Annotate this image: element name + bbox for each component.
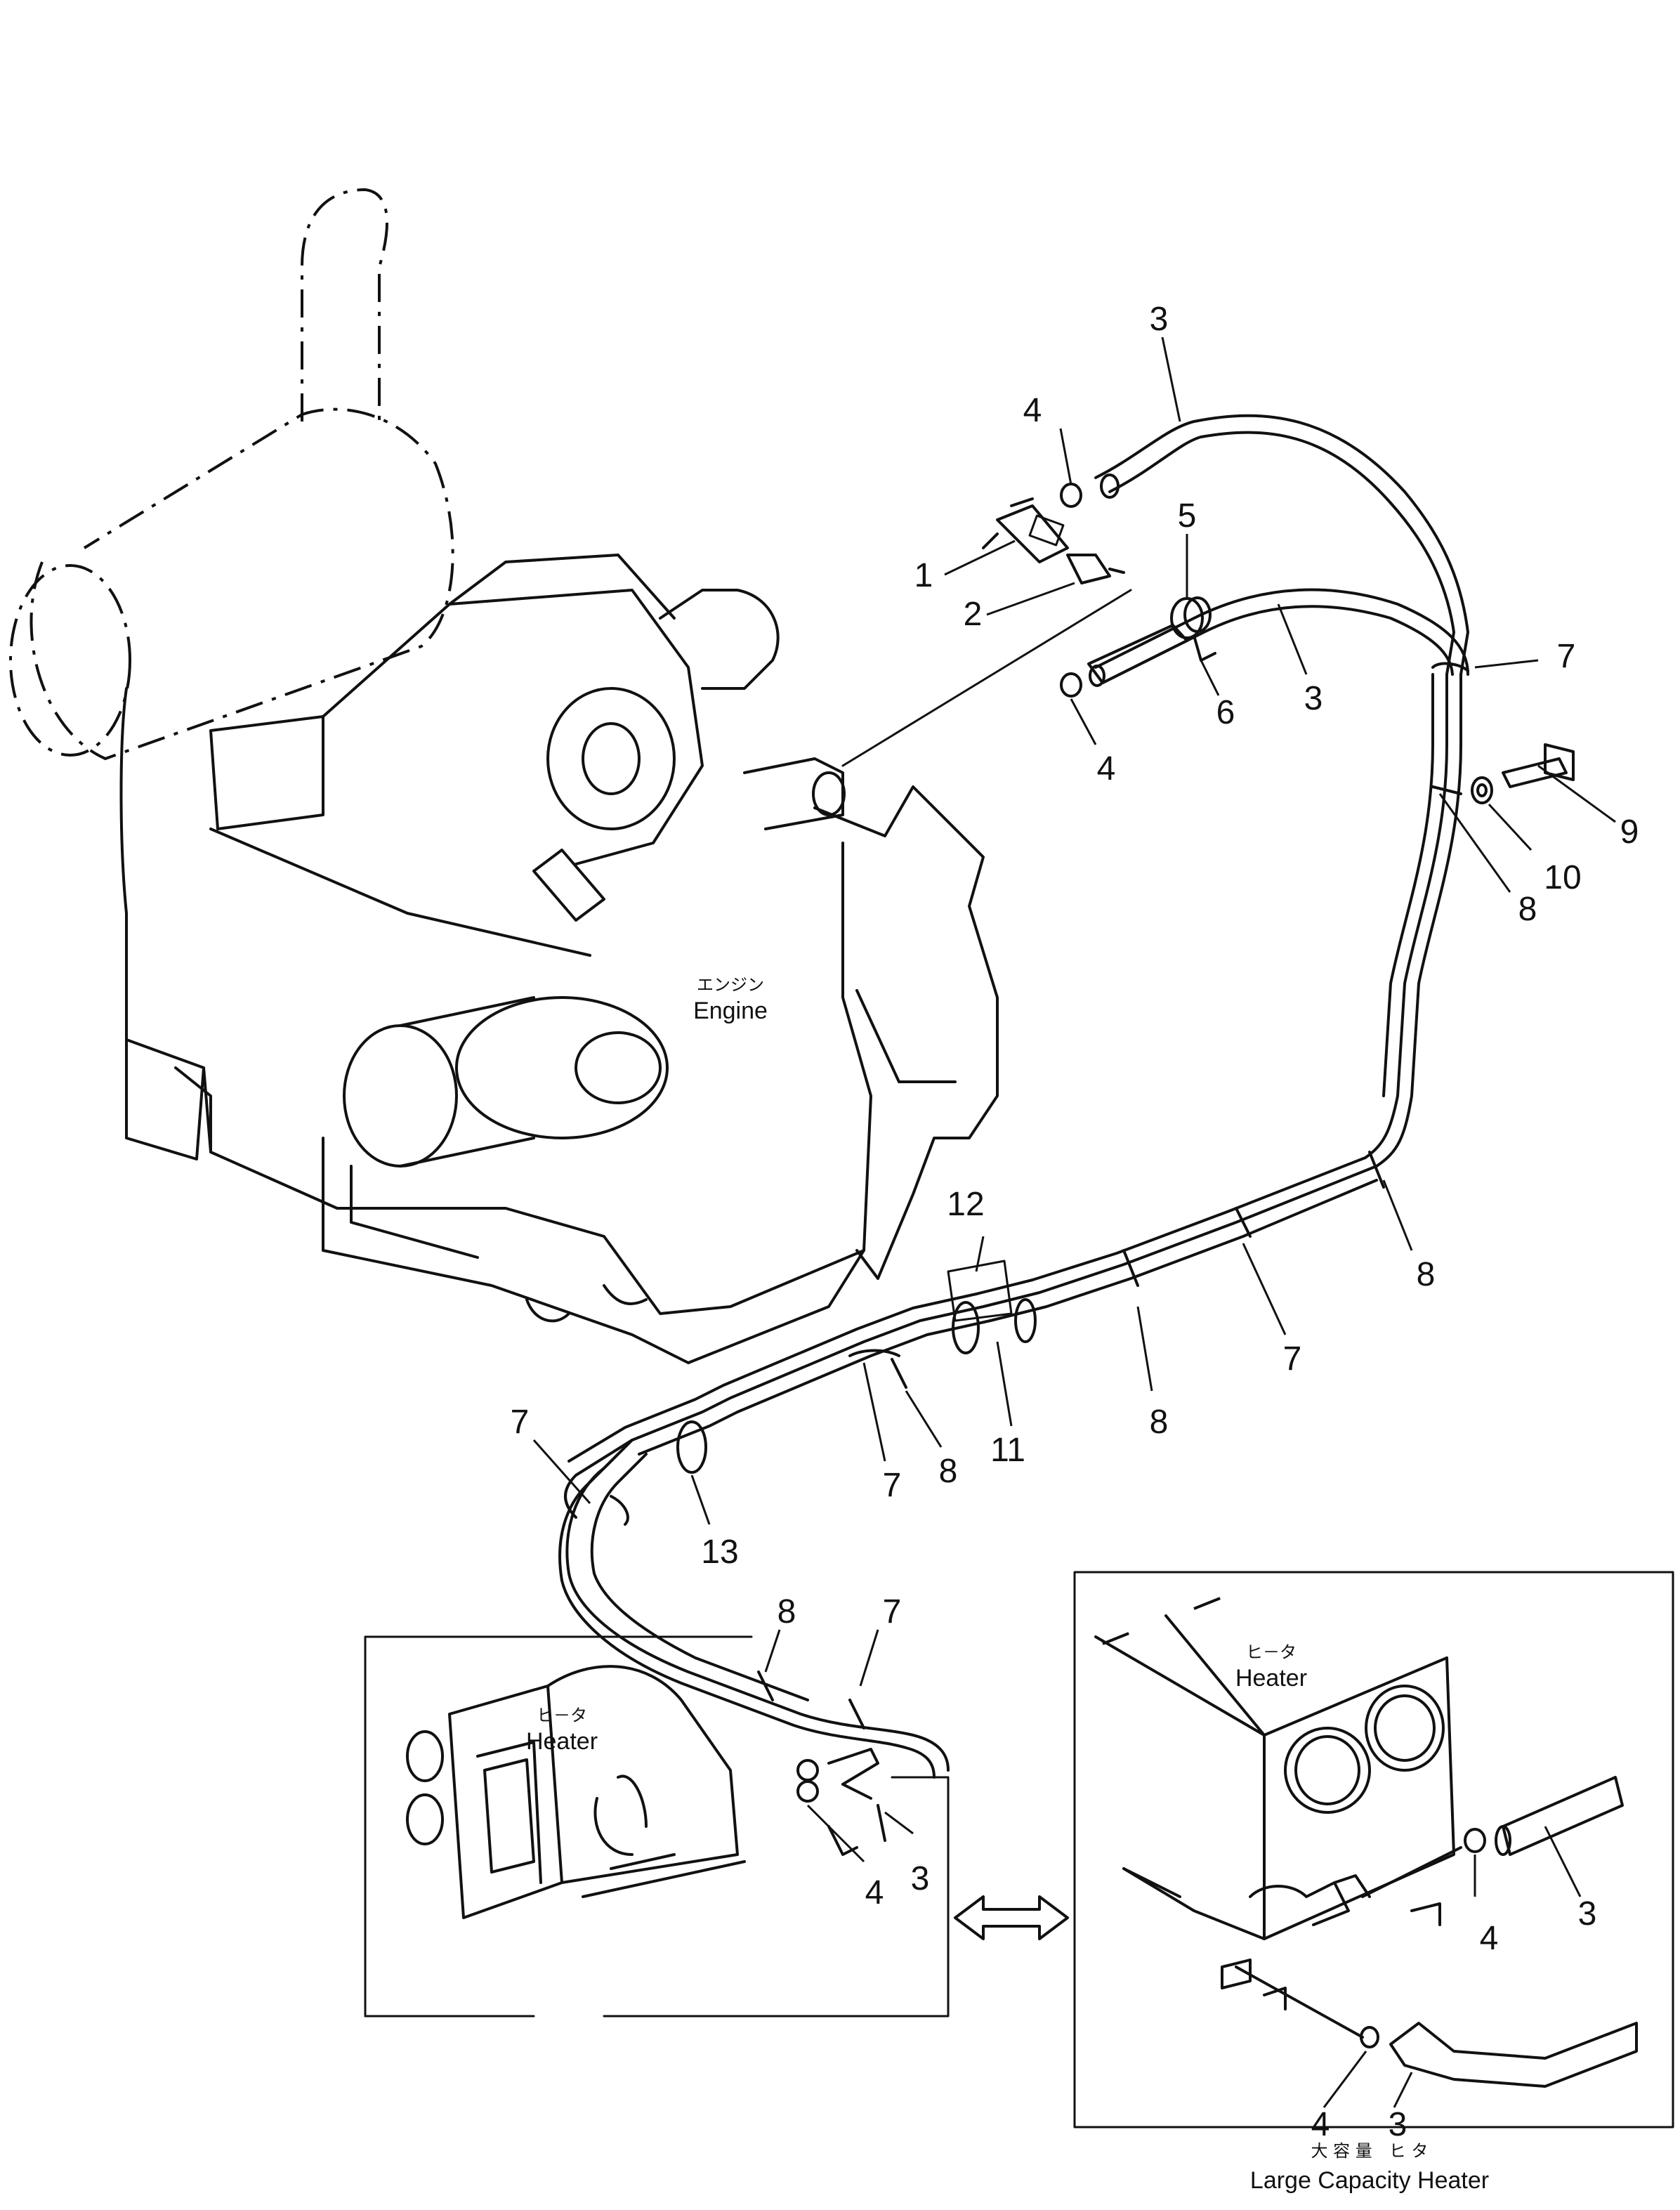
large-capacity-heater-inset: ヒ－タ Heater 大 容 量 ヒ タ Large Capacity Heat…	[1073, 1571, 1674, 2194]
callout-4: 4	[1480, 1920, 1499, 1957]
callout-3: 3	[911, 1860, 930, 1897]
large-capacity-label-en: Large Capacity Heater	[1250, 2167, 1489, 2194]
callout-4: 4	[865, 1874, 884, 1911]
heater-std-label-en: Heater	[526, 1728, 598, 1755]
callout-8: 8	[1417, 1256, 1436, 1293]
callout-8: 8	[777, 1593, 796, 1630]
callout-7: 7	[1557, 638, 1576, 675]
callout-numbers: 3 4 5 1 2 6 3 4 7 9 10 8 8 7 12 8 11 8 7…	[511, 301, 1639, 2143]
callout-4: 4	[1311, 2106, 1330, 2143]
callout-3: 3	[1389, 2106, 1407, 2143]
callout-7: 7	[511, 1404, 530, 1441]
engine-assembly: エンジン Engine	[9, 188, 999, 1364]
callout-8: 8	[1518, 891, 1537, 928]
engine-label-en: Engine	[693, 998, 768, 1024]
callout-12: 12	[947, 1186, 984, 1223]
heater-large-label-jp: ヒ－タ	[1246, 1642, 1297, 1662]
double-headed-arrow-icon	[954, 1895, 1069, 1940]
leader-lines	[532, 336, 1616, 2108]
callout-1: 1	[914, 557, 933, 594]
callout-3: 3	[1304, 680, 1323, 717]
callout-4: 4	[1023, 392, 1042, 429]
heater-large-label-en: Heater	[1235, 1665, 1307, 1692]
callout-8: 8	[1150, 1404, 1169, 1441]
callout-10: 10	[1544, 859, 1581, 896]
large-capacity-label-jp: 大 容 量 ヒ タ	[1311, 2141, 1429, 2161]
callout-6: 6	[1216, 694, 1235, 731]
callout-9: 9	[1620, 813, 1639, 851]
callout-2: 2	[964, 596, 983, 633]
heater-std-label-jp: ヒ－タ	[537, 1706, 587, 1725]
callout-13: 13	[701, 1534, 738, 1571]
engine-label-jp: エンジン	[697, 975, 764, 995]
callout-11: 11	[990, 1432, 1025, 1469]
callout-4: 4	[1097, 750, 1116, 787]
callout-8: 8	[939, 1453, 958, 1490]
callout-3: 3	[1578, 1895, 1597, 1933]
callout-7: 7	[883, 1467, 902, 1504]
callout-7: 7	[883, 1593, 902, 1630]
valve-and-elbow	[841, 497, 1132, 767]
callout-3: 3	[1150, 301, 1169, 338]
callout-7: 7	[1283, 1340, 1302, 1378]
hose-routing	[558, 414, 1575, 1779]
callout-5: 5	[1178, 497, 1197, 535]
standard-heater-inset: ヒ－タ Heater	[364, 1635, 950, 2018]
